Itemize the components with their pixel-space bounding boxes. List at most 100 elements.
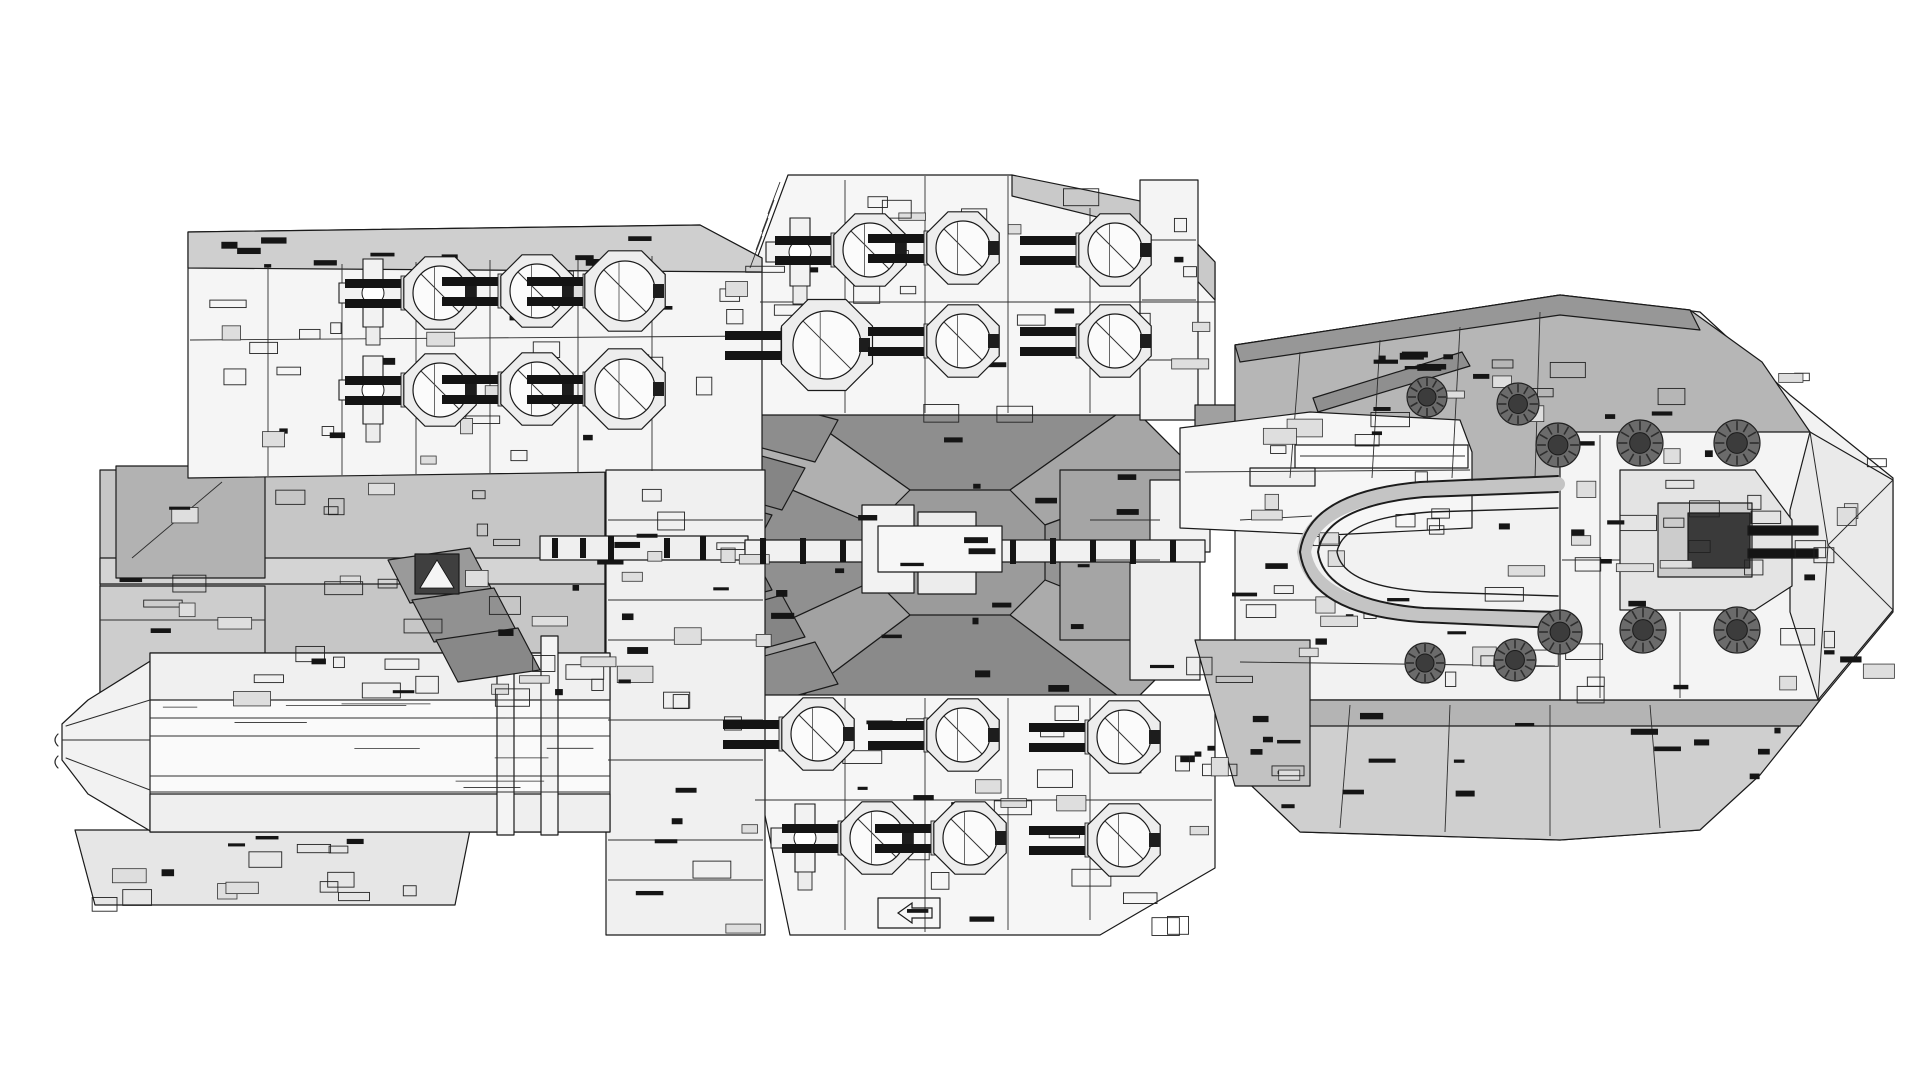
- pod-feed-rod: [782, 844, 844, 853]
- greeble-panel: [171, 507, 199, 524]
- greeble-vent: [585, 259, 602, 266]
- greeble-panel: [339, 575, 361, 584]
- pod-turbine-vane: [1104, 820, 1144, 860]
- greeble-vent: [346, 838, 364, 845]
- greeble-vent: [1399, 352, 1424, 360]
- rosette-tooth: [1410, 386, 1418, 393]
- rosette-core: [1629, 432, 1651, 454]
- greeble-vent: [1774, 727, 1781, 734]
- rosette-tooth: [1648, 610, 1655, 620]
- lowerbow-vline: [1339, 704, 1351, 829]
- pod-port: [995, 831, 1006, 845]
- greeble-panel: [720, 547, 736, 563]
- greeble-hatch: [510, 449, 528, 462]
- greeble-vent: [1651, 411, 1673, 416]
- greeble-hatch: [1619, 514, 1657, 532]
- taper-hooks: [54, 733, 59, 769]
- spine-tick: [1050, 538, 1056, 564]
- shoulder-slant: [1289, 351, 1301, 479]
- bow-crane-elbow: [1249, 467, 1316, 487]
- pod-turbine-vane: [798, 714, 838, 754]
- dorsal-hatch: [767, 181, 781, 215]
- bow-trench-shade: [1296, 477, 1565, 627]
- rosette-tooth: [1408, 652, 1416, 659]
- greeble-panel: [1192, 321, 1211, 332]
- greeble-hatch: [299, 328, 321, 340]
- greeble-hatch: [295, 645, 325, 663]
- greeble-hatch: [338, 891, 370, 902]
- pod-feed-rod: [775, 236, 837, 245]
- turret-rosette: [1535, 422, 1581, 468]
- greeble-hatch: [248, 851, 283, 868]
- greeble-hatch: [1122, 892, 1158, 905]
- greebles-barge-lines: [162, 703, 594, 788]
- greeble-hatch: [1167, 915, 1189, 935]
- greeble-vent: [1180, 755, 1195, 763]
- greeble-vent: [150, 628, 171, 633]
- rosette-tooth: [1747, 448, 1757, 455]
- spine-tick: [580, 538, 586, 558]
- greeble-hatch: [1273, 585, 1294, 594]
- greeble-hatch: [1813, 547, 1835, 564]
- engine-pod: [1029, 803, 1161, 877]
- pod-feed-rod: [527, 375, 589, 384]
- rosette-tooth: [1523, 386, 1529, 395]
- greeble-vent: [1265, 563, 1288, 569]
- pod-turbine-vane: [950, 818, 990, 858]
- greeble-panel: [1000, 798, 1027, 808]
- pod-port: [988, 728, 999, 742]
- greeble-vent: [1054, 308, 1075, 314]
- greeble-vent: [913, 795, 934, 801]
- shoulder-slant: [1451, 326, 1461, 479]
- greeble-hatch: [1036, 769, 1073, 788]
- pod-feed-rod: [1020, 256, 1082, 265]
- spine-tick: [1010, 540, 1016, 564]
- greeble-vent: [1473, 373, 1490, 379]
- pod-feed-rod: [345, 396, 407, 405]
- greeble-hatch: [209, 299, 247, 309]
- greeble-hatch: [327, 871, 355, 888]
- greeble-panel: [673, 627, 702, 645]
- rosette-tooth: [1717, 448, 1727, 455]
- greeble-vent: [1048, 684, 1070, 692]
- rosette-tooth: [1631, 640, 1638, 650]
- greeble-vent: [264, 264, 272, 268]
- greeble-hatch: [494, 688, 530, 707]
- rosette-tooth: [1431, 380, 1438, 388]
- greeble-vent: [392, 690, 415, 694]
- greeble-panel: [1778, 373, 1804, 383]
- greeble-vent: [809, 267, 819, 273]
- greeble-vent: [1207, 745, 1215, 751]
- greeble-vent: [944, 437, 963, 443]
- greeble-panel: [233, 691, 271, 707]
- pod-port: [1149, 730, 1160, 744]
- bow-crane-beam: [1294, 444, 1469, 469]
- rosette-tooth: [1725, 453, 1732, 463]
- greeble-vent: [555, 689, 563, 696]
- engine-pod: [725, 298, 874, 392]
- greeble-vent: [1252, 715, 1269, 723]
- bow-lower-band-top: [1234, 699, 1821, 727]
- greeble-vent: [621, 613, 634, 621]
- pod-feed-rod: [527, 297, 589, 306]
- pod-port: [895, 243, 906, 257]
- greeble-vent: [964, 537, 988, 544]
- greeble-vent: [1035, 497, 1057, 504]
- greeble-vent: [161, 869, 175, 877]
- rosette-tooth: [1416, 406, 1423, 414]
- rosette-tooth: [1648, 640, 1655, 650]
- greeble-vent: [1571, 529, 1585, 536]
- rosette-tooth: [1725, 610, 1732, 620]
- greeble-hatch: [1270, 445, 1287, 454]
- rosette-core: [1632, 619, 1654, 641]
- spine-tick: [760, 538, 766, 564]
- greeble-vent: [906, 909, 929, 913]
- rosette-core: [1547, 434, 1569, 456]
- greeble-hatch: [324, 581, 364, 596]
- engine-pod: [1029, 700, 1161, 774]
- greeble-vent: [1174, 256, 1184, 263]
- rosette-core: [1415, 653, 1435, 673]
- pod-port: [988, 241, 999, 255]
- pod-port: [562, 284, 573, 298]
- rosette-tooth: [1725, 423, 1732, 433]
